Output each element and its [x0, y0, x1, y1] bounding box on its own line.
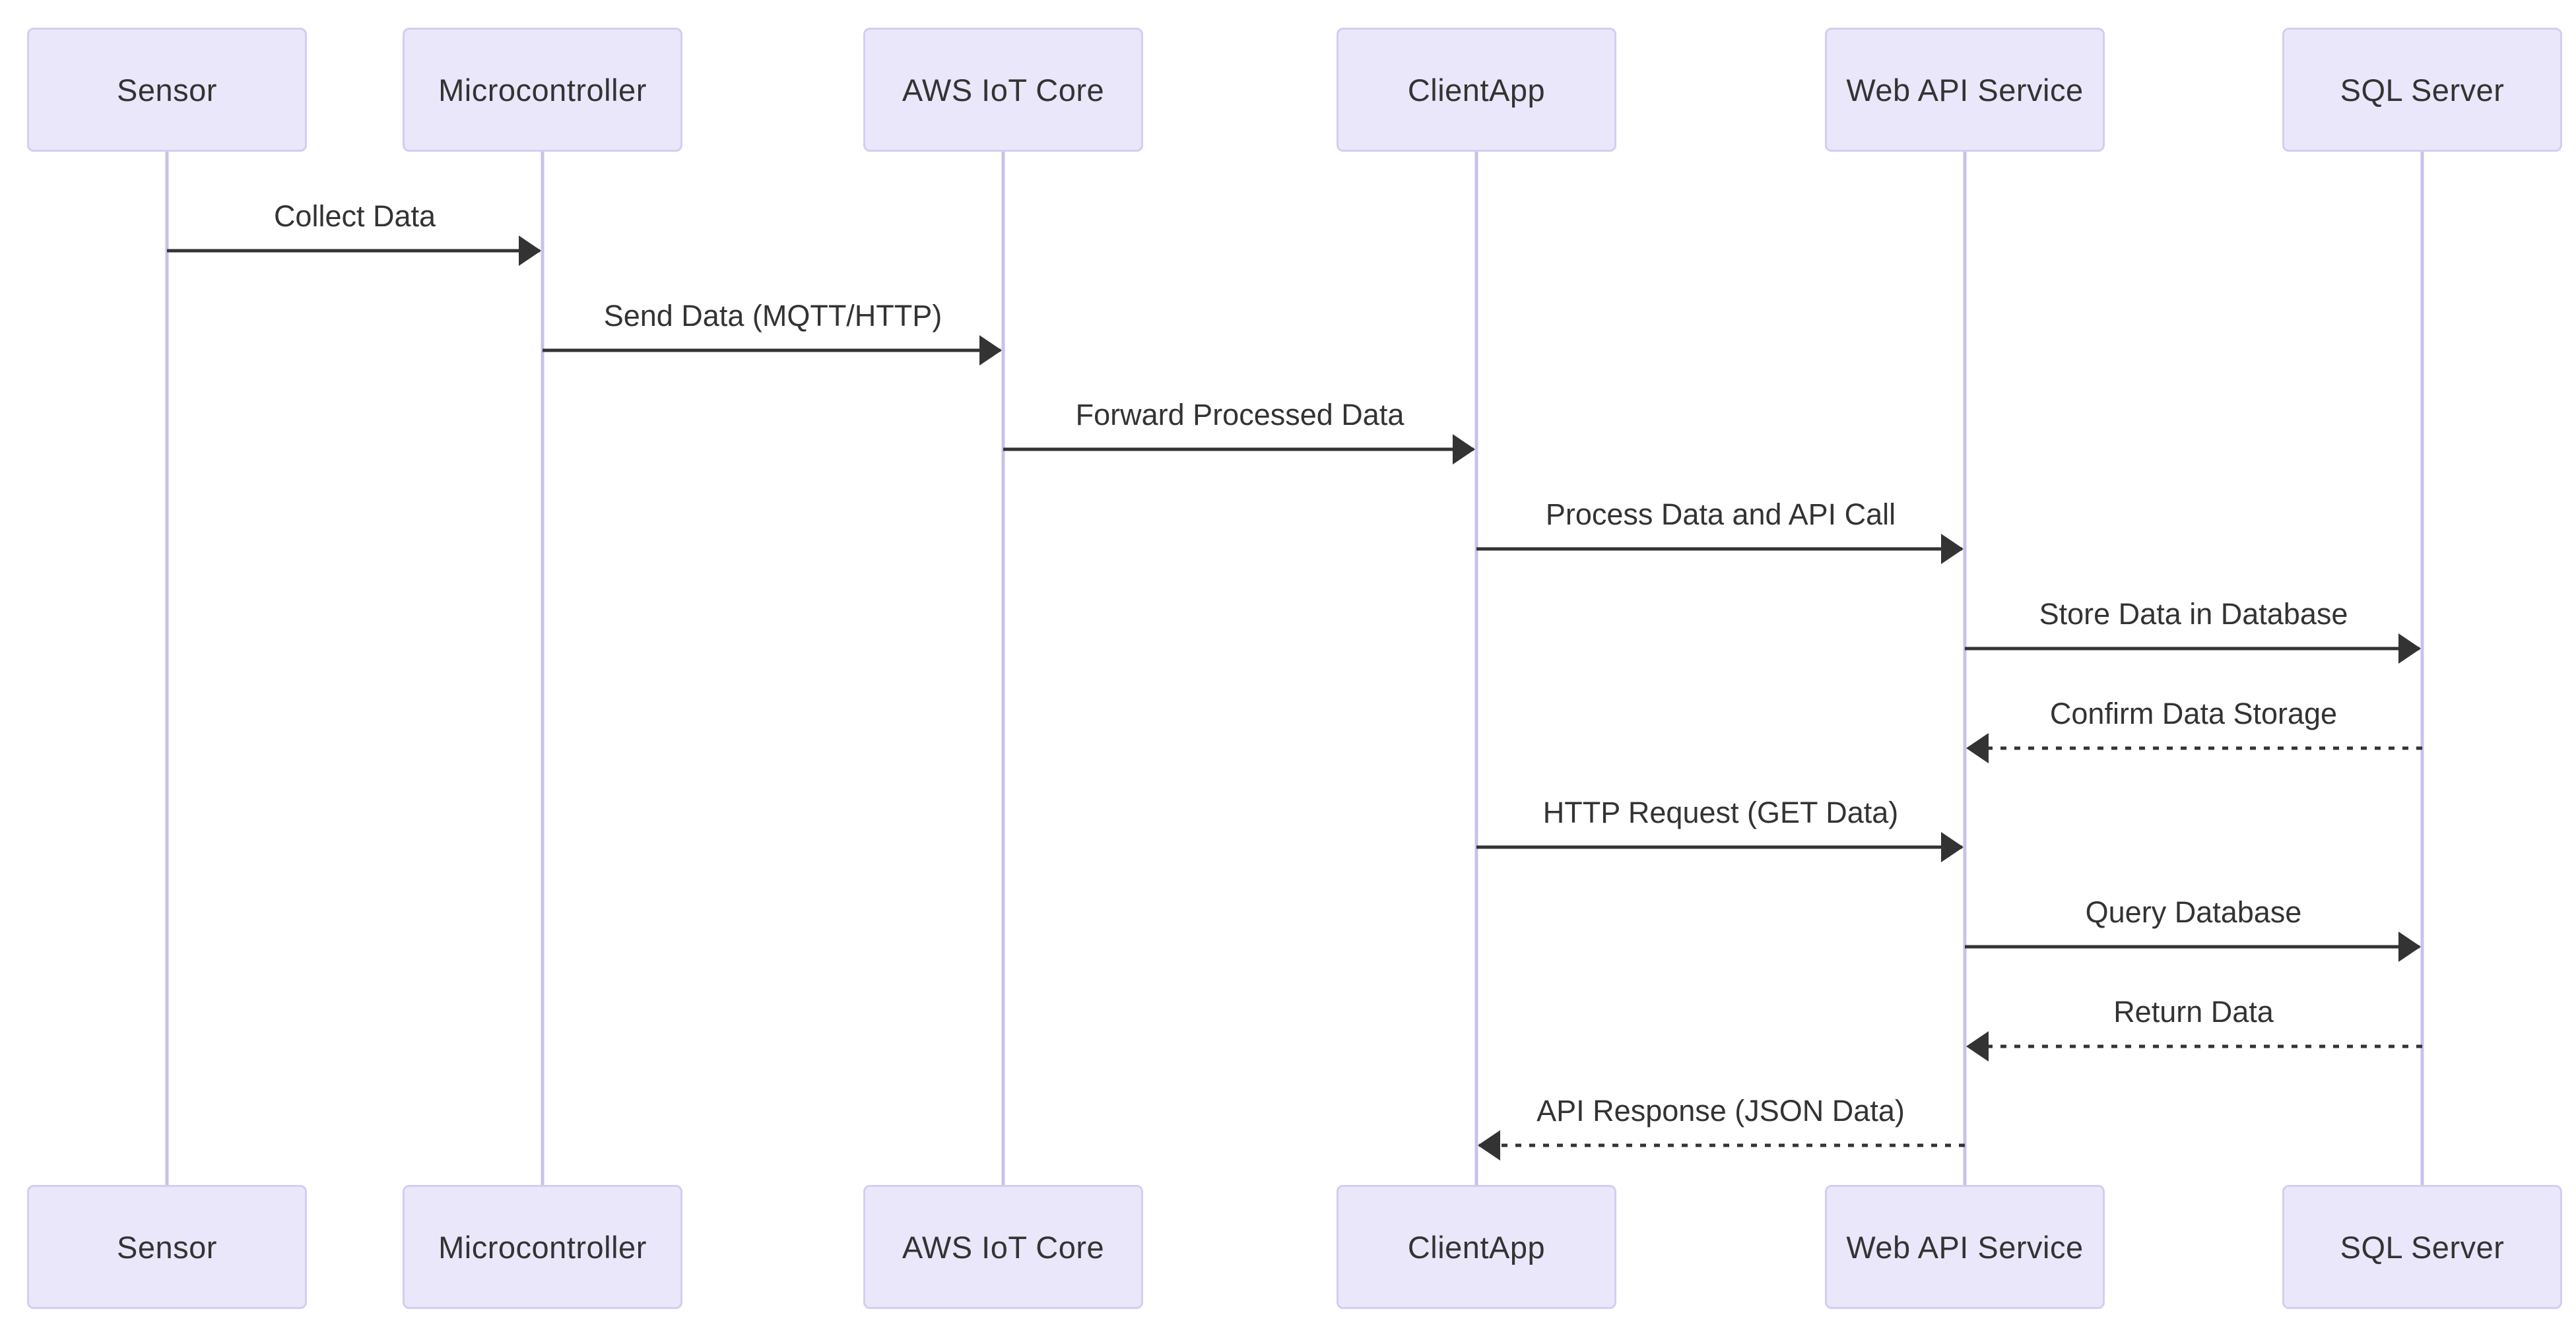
participant-box-bottom-sensor: Sensor — [27, 1185, 307, 1309]
participant-label: AWS IoT Core — [902, 72, 1105, 108]
message-label-4: Process Data and API Call — [1545, 497, 1896, 531]
participant-label: SQL Server — [2340, 1229, 2505, 1265]
participant-label: Microcontroller — [438, 1229, 647, 1265]
participant-box-top-clientapp: ClientApp — [1337, 28, 1616, 152]
participant-box-bottom-aws-iot-core: AWS IoT Core — [863, 1185, 1143, 1309]
message-label-1: Collect Data — [273, 199, 436, 233]
participant-label: AWS IoT Core — [902, 1229, 1105, 1265]
participant-box-bottom-web-api-service: Web API Service — [1825, 1185, 2105, 1309]
participant-box-top-microcontroller: Microcontroller — [403, 28, 682, 152]
participant-box-top-sql-server: SQL Server — [2282, 28, 2562, 152]
participant-box-bottom-microcontroller: Microcontroller — [403, 1185, 682, 1309]
participant-box-top-sensor: Sensor — [27, 28, 307, 152]
message-label-8: Query Database — [2085, 895, 2302, 929]
participant-box-top-aws-iot-core: AWS IoT Core — [863, 28, 1143, 152]
participant-label: Microcontroller — [438, 72, 647, 108]
participant-label: SQL Server — [2340, 72, 2505, 108]
message-label-7: HTTP Request (GET Data) — [1542, 796, 1899, 829]
participant-box-bottom-sql-server: SQL Server — [2282, 1185, 2562, 1309]
participant-label: ClientApp — [1407, 1229, 1546, 1265]
message-label-10: API Response (JSON Data) — [1536, 1094, 1905, 1128]
message-label-9: Return Data — [2113, 995, 2274, 1029]
participant-label: Sensor — [117, 72, 217, 108]
message-label-2: Send Data (MQTT/HTTP) — [603, 299, 942, 333]
participant-box-top-web-api-service: Web API Service — [1825, 28, 2105, 152]
participant-label: Web API Service — [1846, 72, 2084, 108]
participant-label: ClientApp — [1407, 72, 1546, 108]
message-label-3: Forward Processed Data — [1075, 398, 1404, 431]
participant-label: Web API Service — [1846, 1229, 2084, 1265]
participant-box-bottom-clientapp: ClientApp — [1337, 1185, 1616, 1309]
message-label-5: Store Data in Database — [2039, 597, 2348, 631]
participant-label: Sensor — [117, 1229, 217, 1265]
message-label-6: Confirm Data Storage — [2049, 697, 2338, 730]
